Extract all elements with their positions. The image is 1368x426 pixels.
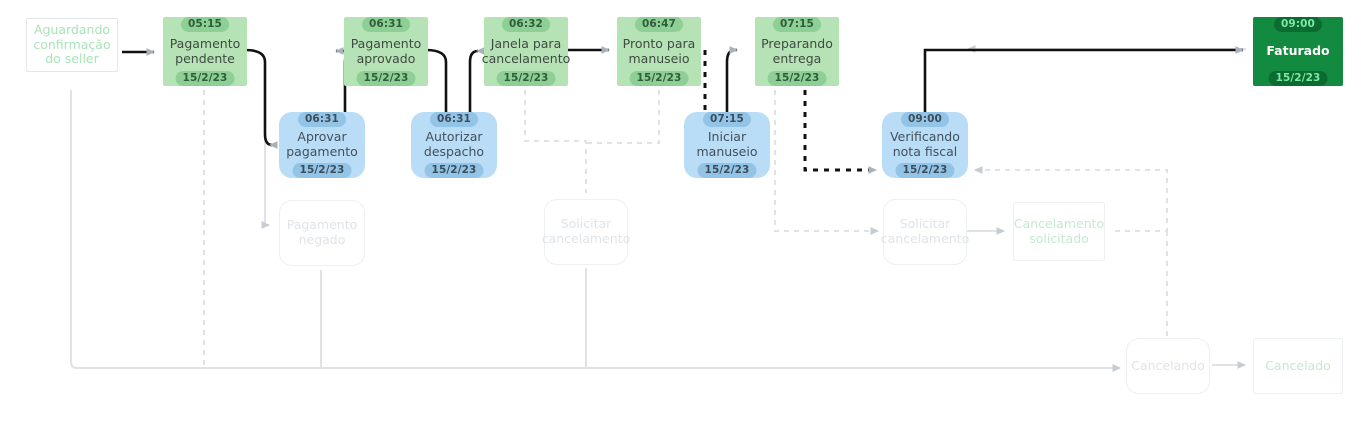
node-label: Iniciar manuseio	[696, 129, 758, 159]
edge-iniciar-manuseio-preparando	[725, 46, 739, 112]
node-time-badge: 06:47	[635, 17, 683, 33]
node-label: Aprovar pagamento	[286, 129, 358, 159]
node-pagamento-pendente[interactable]: 05:15 Pagamento pendente 15/2/23	[163, 17, 247, 86]
node-label: Janela para cancelamento	[481, 35, 571, 66]
node-time-badge: 06:31	[430, 112, 478, 128]
node-iniciar-manuseio[interactable]: 07:15 Iniciar manuseio 15/2/23	[684, 112, 770, 178]
node-faturado[interactable]: 09:00 Faturado 15/2/23	[1253, 17, 1343, 86]
node-janela-cancelamento[interactable]: 06:32 Janela para cancelamento 15/2/23	[482, 17, 570, 86]
node-date-badge: 15/2/23	[496, 70, 556, 86]
node-cancelado[interactable]: Cancelado	[1253, 338, 1343, 394]
node-label: Cancelando	[1131, 357, 1205, 373]
node-label: Pagamento pendente	[169, 35, 241, 66]
node-label: Verificando nota fiscal	[890, 129, 960, 159]
edge-pagamento-pendente-aprovar-pagamento	[244, 48, 278, 149]
node-label: Autorizar despacho	[423, 129, 485, 159]
node-label: Cancelamento solicitado	[1013, 215, 1105, 246]
node-autorizar-despacho[interactable]: 06:31 Autorizar despacho 15/2/23	[411, 112, 497, 178]
node-aguardando[interactable]: Aguardando confirmação do seller	[26, 18, 118, 72]
node-date-badge: 15/2/23	[292, 162, 352, 178]
node-pagamento-aprovado[interactable]: 06:31 Pagamento aprovado 15/2/23	[344, 17, 428, 86]
node-label: Pagamento negado	[286, 217, 358, 247]
node-date-badge: 15/2/23	[629, 70, 689, 86]
node-date-badge: 15/2/23	[1268, 70, 1328, 86]
edge-verificando-nota-faturado	[923, 46, 1245, 112]
node-date-badge: 15/2/23	[895, 162, 955, 178]
node-solicitar-cancelamento-1[interactable]: Solicitar cancelamento	[542, 199, 630, 265]
node-date-badge: 15/2/23	[175, 70, 235, 86]
edge-janela-solicitar-1	[524, 90, 587, 193]
node-label: Preparando entrega	[761, 35, 833, 66]
node-solicitar-cancelamento-2[interactable]: Solicitar cancelamento	[881, 199, 969, 265]
node-preparando-entrega[interactable]: 07:15 Preparando entrega 15/2/23	[755, 17, 839, 86]
edge-preparando-entrega-verificando-nota	[803, 90, 878, 174]
node-date-badge: 15/2/23	[767, 70, 827, 86]
node-cancelando[interactable]: Cancelando	[1126, 338, 1210, 394]
node-pagamento-negado[interactable]: Pagamento negado	[279, 200, 365, 266]
edge-pagamento-aprovado-autorizar-despacho	[425, 48, 448, 112]
node-label: Solicitar cancelamento	[880, 216, 970, 246]
node-time-badge: 05:15	[181, 17, 229, 33]
node-label: Aguardando confirmação do seller	[33, 21, 111, 67]
edge-pagamento-pendente-pagamento-negado	[261, 60, 271, 229]
node-label: Faturado	[1266, 43, 1330, 59]
edge-preparando-solicitar-2	[774, 90, 880, 235]
node-time-badge: 07:15	[703, 112, 751, 128]
node-date-badge: 15/2/23	[424, 162, 484, 178]
node-cancelamento-solicitado[interactable]: Cancelamento solicitado	[1013, 202, 1105, 261]
node-time-badge: 06:31	[362, 17, 410, 33]
node-label: Pagamento aprovado	[350, 35, 422, 66]
node-label: Solicitar cancelamento	[541, 216, 631, 246]
node-time-badge: 09:00	[1274, 17, 1322, 33]
node-label: Cancelado	[1265, 357, 1331, 373]
node-time-badge: 07:15	[773, 17, 821, 33]
node-time-badge: 06:32	[502, 17, 550, 33]
node-label: Pronto para manuseio	[622, 35, 696, 66]
node-date-badge: 15/2/23	[697, 162, 757, 178]
node-time-badge: 09:00	[901, 112, 949, 128]
node-verificando-nota-fiscal[interactable]: 09:00 Verificando nota fiscal 15/2/23	[882, 112, 968, 178]
node-date-badge: 15/2/23	[356, 70, 416, 86]
node-pronto-manuseio[interactable]: 06:47 Pronto para manuseio 15/2/23	[617, 17, 701, 86]
node-time-badge: 06:31	[298, 112, 346, 128]
edge-pronto-drop-dashed	[586, 90, 660, 144]
node-aprovar-pagamento[interactable]: 06:31 Aprovar pagamento 15/2/23	[279, 112, 365, 178]
